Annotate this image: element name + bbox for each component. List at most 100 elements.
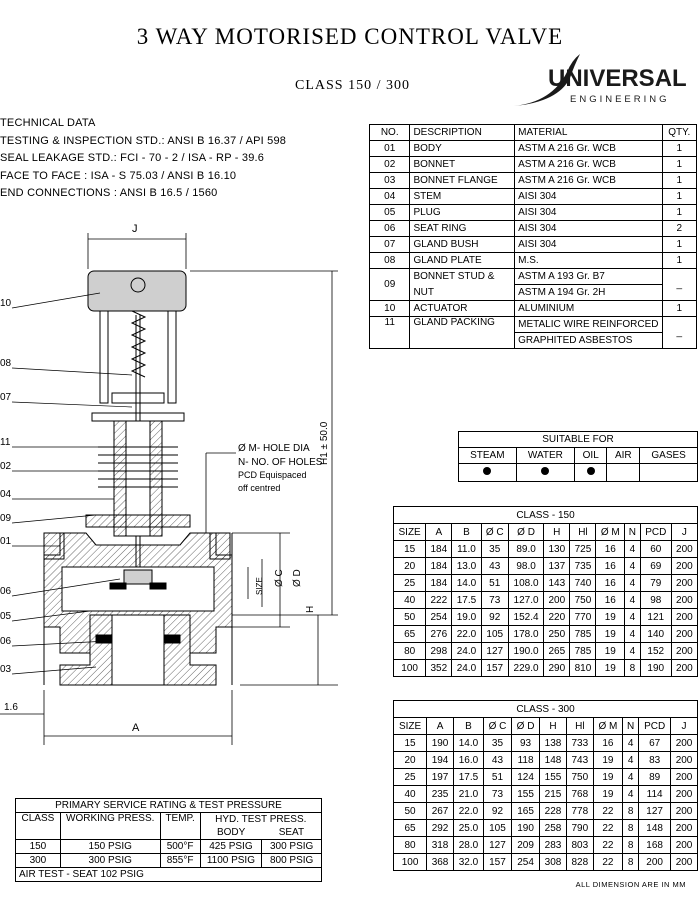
table-cell: 105 (482, 819, 513, 837)
table-cell: 750 (569, 591, 597, 609)
table-cell: 200 (670, 853, 698, 871)
table-cell: 4 (624, 591, 641, 609)
col-header: TEMP. (159, 812, 201, 840)
hole-note-line: Ø M- HOLE DIA (238, 443, 310, 454)
table-row: 11 GLAND PACKING METALIC WIRE REINFORCED… (368, 316, 698, 349)
table-cell: 50 (392, 608, 427, 626)
col-header: CLASS (15, 812, 61, 840)
part-material: AISI 304 (514, 204, 663, 221)
callout-number: 10 (0, 298, 12, 309)
table-cell: 298 (425, 642, 453, 660)
table-cell: 500°F (159, 839, 201, 854)
table-cell: 194 (426, 751, 454, 769)
table-cell: 235 (426, 785, 454, 803)
table-cell: 258 (539, 819, 567, 837)
callout-number: 06 (0, 586, 12, 597)
table-cell: 168 (638, 836, 672, 854)
col-header: QTY. (661, 124, 698, 141)
col-header: A (426, 717, 454, 735)
part-material: METALIC WIRE REINFORCED (514, 316, 663, 333)
table-cell: 8 (622, 802, 640, 820)
col-header: Ø M (595, 523, 626, 541)
table-cell: 220 (543, 608, 571, 626)
table-cell: 21.0 (452, 785, 484, 803)
rating-heading: PRIMARY SERVICE RATING & TEST PRESSURE (15, 798, 322, 813)
table-cell: 40 (392, 785, 428, 803)
table-cell: 50 (392, 802, 428, 820)
table-cell: 200 (670, 768, 698, 786)
table-cell: 89.0 (507, 540, 545, 558)
table-row: GRAPHITED ASBESTOS (370, 332, 697, 349)
part-material: ASTM A 216 Gr. WCB (514, 172, 663, 189)
table-cell: 121 (639, 608, 672, 626)
table-cell: 200 (670, 836, 698, 854)
part-material: ASTM A 193 Gr. B7 (514, 268, 663, 285)
col-header: BODY (199, 826, 262, 840)
parts-table-header: NO. DESCRIPTION MATERIAL QTY. (368, 124, 698, 141)
col-header: N (624, 523, 641, 541)
table-cell: 150 PSIG (59, 839, 161, 854)
table-cell: 65 (392, 625, 427, 643)
dim-label-h: H (305, 606, 316, 613)
table-cell: 300 PSIG (59, 853, 161, 868)
table-cell: 114 (638, 785, 672, 803)
table-cell: 4 (622, 785, 640, 803)
table-cell: 60 (639, 540, 672, 558)
table-cell: 19 (595, 642, 626, 660)
table-cell: 190 (426, 734, 454, 752)
part-qty: 1 (661, 140, 698, 157)
callout-number: 04 (0, 489, 12, 500)
dim-label-size: SIZE (255, 577, 264, 595)
table-cell: 8 (622, 853, 640, 871)
col-header: H (543, 523, 571, 541)
table-cell: 425 PSIG (199, 839, 263, 854)
table-cell: 19.0 (451, 608, 482, 626)
table-cell: 69 (639, 557, 672, 575)
table-cell: 19 (592, 768, 624, 786)
table-cell: 19 (595, 659, 626, 677)
filled-dot-icon (586, 467, 595, 475)
logo-sub-text: ENGINEERING (570, 94, 670, 105)
table-cell: 308 (539, 853, 567, 871)
table-cell: 265 (543, 642, 571, 660)
table-cell: 124 (511, 768, 541, 786)
part-no: 01 (368, 140, 411, 157)
table-cell: 1100 PSIG (199, 853, 263, 868)
part-material: ALUMINIUM (514, 300, 663, 317)
col-header: Ø C (482, 717, 513, 735)
table-cell: 200 (670, 591, 699, 609)
col-header: MATERIAL (514, 124, 663, 141)
table-cell: 157 (480, 659, 509, 677)
part-no: 06 (368, 220, 411, 237)
table-cell: 16 (595, 540, 626, 558)
table-cell: 108.0 (507, 574, 545, 592)
technical-data: TECHNICAL DATA TESTING & INSPECTION STD.… (0, 115, 286, 203)
callout-number: 03 (0, 664, 12, 675)
table-cell: 855°F (159, 853, 201, 868)
callout-number: 02 (0, 461, 12, 472)
table-cell: 250 (543, 625, 571, 643)
table-cell: 19 (592, 785, 624, 803)
part-material: AISI 304 (514, 188, 663, 205)
table-cell: 157 (482, 853, 513, 871)
table-cell: 283 (539, 836, 567, 854)
part-material: M.S. (514, 252, 663, 269)
part-desc: GLAND PACKING (409, 316, 516, 349)
class-150-heading: CLASS - 150 (393, 506, 698, 524)
part-desc: BONNET (409, 156, 516, 173)
part-qty: 1 (661, 236, 698, 253)
table-cell: 190 (511, 819, 541, 837)
media-label: GASES (639, 447, 698, 464)
table-cell: 368 (426, 853, 454, 871)
table-cell: 65 (392, 819, 428, 837)
callout-number: 07 (0, 392, 12, 403)
part-desc: BONNET STUD & (409, 268, 516, 285)
table-cell: 800 PSIG (261, 853, 322, 868)
